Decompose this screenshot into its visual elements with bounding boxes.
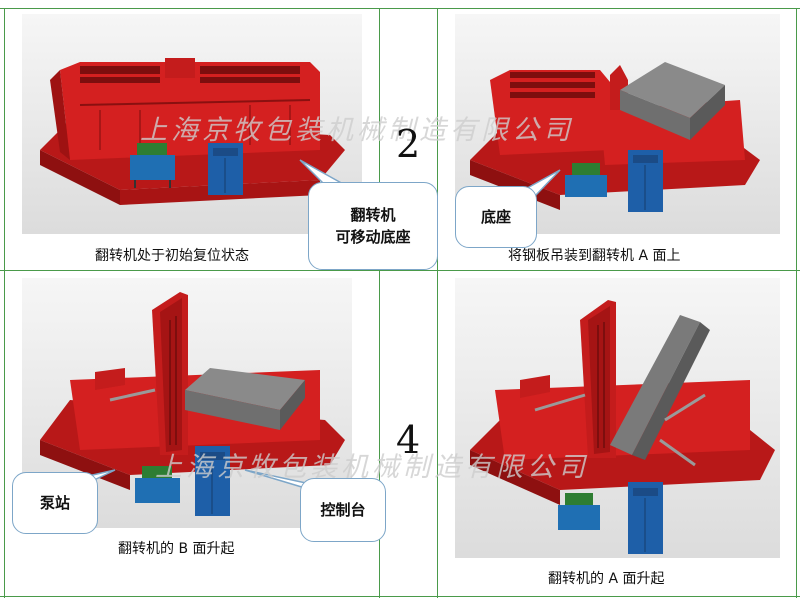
panel-1-machine	[40, 58, 345, 205]
callout-movable-base-text: 翻转机 可移动底座	[335, 205, 411, 247]
grid-middle-divider	[0, 270, 800, 271]
caption-panel-2: 将钢板吊装到翻转机 A 面上	[508, 248, 681, 264]
callout-control-console: 控制台	[300, 478, 386, 542]
grid-col-divider-1	[379, 8, 380, 598]
callout-movable-base: 翻转机 可移动底座	[308, 182, 438, 270]
grid-right-border	[796, 8, 797, 598]
panel-3-machine	[40, 292, 345, 516]
grid-bottom-border	[0, 596, 800, 597]
panel-4-machine	[470, 300, 775, 554]
watermark-top: 上海京牧包装机械制造有限公司	[140, 115, 574, 146]
step-number-4: 4	[396, 418, 421, 462]
callout-base-text: 底座	[480, 207, 511, 226]
step-number-2: 2	[396, 122, 421, 166]
grid-left-border	[4, 8, 5, 598]
panel-2-machine	[470, 62, 760, 212]
callout-base: 底座	[455, 186, 537, 248]
grid-col-divider-2	[437, 8, 438, 598]
caption-panel-1: 翻转机处于初始复位状态	[95, 248, 249, 264]
watermark-bottom: 上海京牧包装机械制造有限公司	[155, 452, 589, 483]
callout-pump-station-text: 泵站	[39, 493, 70, 512]
callout-pump-station: 泵站	[12, 472, 98, 534]
caption-panel-4: 翻转机的 A 面升起	[548, 571, 665, 587]
grid-top-border	[0, 8, 800, 9]
caption-panel-3: 翻转机的 B 面升起	[118, 541, 235, 557]
callout-control-console-text: 控制台	[320, 500, 366, 519]
